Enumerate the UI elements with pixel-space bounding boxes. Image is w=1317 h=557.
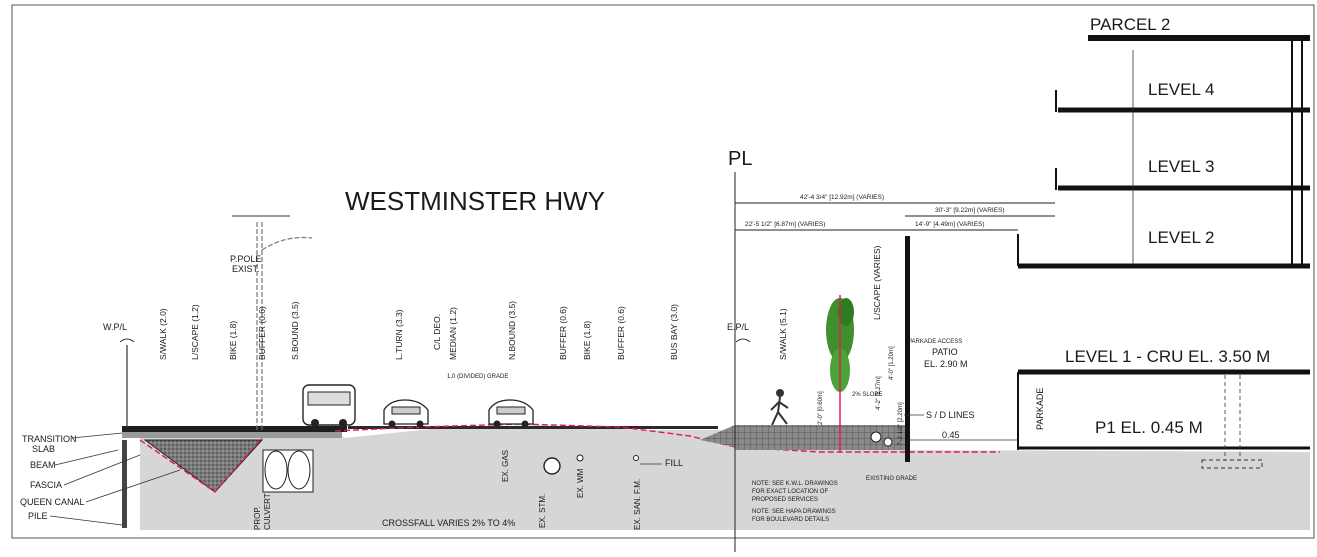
pile [122, 440, 127, 528]
pole-label-1: P.POLE [230, 254, 261, 264]
lane-label: L/SCAPE (1.2) [190, 304, 200, 360]
notes-block: NOTE: SEE K.W.L. DRAWINGS FOR EXACT LOCA… [752, 481, 838, 523]
lane-label: L/SCAPE (VARIES) [872, 245, 882, 320]
e-pl-marker [735, 338, 751, 343]
small-dim-c: 4'-2" [1.27m] [876, 376, 882, 410]
gas-label: EX. GAS [501, 450, 510, 482]
storm-pipe [543, 457, 561, 475]
small-dim-b: 4'-0" [1.20m] [889, 346, 895, 380]
note-line: NOTE: SEE K.W.L. DRAWINGS [752, 481, 838, 487]
road-deck [122, 426, 347, 432]
level3-label: LEVEL 3 [1148, 157, 1214, 176]
note-line: NOTE: SEE HAPA DRAWINGS [752, 509, 836, 515]
slope-value: 0.45 [942, 430, 960, 440]
p1-label: P1 EL. 0.45 M [1095, 418, 1203, 437]
patio-label-2: EL. 2.90 M [924, 359, 968, 369]
lane-label: BUS BAY (3.0) [669, 304, 679, 360]
lane-label: BUFFER (0.6) [257, 306, 267, 360]
vehicle-bus [302, 384, 356, 427]
property-line-label: PL [728, 148, 752, 170]
lane-label: S.BOUND (3.5) [290, 301, 300, 360]
patio-wall [905, 236, 910, 462]
pile-label: PILE [28, 511, 48, 521]
parcel-label: PARCEL 2 [1090, 15, 1170, 34]
grade-note: 1.0 (DIVIDED) GRADE [447, 374, 508, 380]
drawing-title: WESTMINSTER HWY [345, 186, 605, 216]
pole-label-2: EXIST. [232, 264, 260, 274]
culvert-pipe-right [287, 450, 311, 490]
canal-dashed-line [139, 437, 263, 493]
lane-label: S/WALK (5.1) [778, 308, 788, 360]
small-dim-d: 7'-2 1/2" [2.20m] [898, 402, 904, 446]
lane-label: BUFFER (0.6) [558, 306, 568, 360]
sanitary-pipe [633, 455, 639, 461]
lane-label: L.TURN (3.3) [394, 309, 404, 360]
left-labels: TRANSITION SLAB BEAM FASCIA QUEEN CANAL … [20, 432, 181, 526]
dim-label-3: 22'-5 1/2" [6.87m] (VARIES) [745, 221, 825, 228]
canal-label: QUEEN CANAL [20, 497, 85, 507]
patio-label-1: PATIO [932, 347, 958, 357]
lane-label: BUFFER (0.6) [616, 306, 626, 360]
drawing-frame [11, 4, 1315, 539]
parkade-access-label: PARKADE ACCESS [908, 339, 962, 345]
beam-label: BEAM [30, 460, 56, 470]
note-line: FOR BOULEVARD DETAILS [752, 517, 829, 523]
dim-label-4: 14'-9" [4.49m] (VARIES) [915, 221, 985, 228]
level2-label: LEVEL 2 [1148, 228, 1214, 247]
small-dim-a: 2'-0" [0.60m] [818, 391, 824, 425]
pole-arm [261, 236, 313, 251]
lane-label: C/L DEO. [432, 314, 442, 350]
transition-label: TRANSITION [22, 434, 77, 444]
grade-line [334, 423, 1000, 453]
sd-pipe-2 [883, 437, 893, 447]
existing-grade-label: EXISTING GRADE [866, 476, 917, 482]
fascia-label: FASCIA [30, 480, 62, 490]
transition-slab [122, 432, 342, 438]
lane-label: BIKE (1.8) [582, 321, 592, 360]
ground-fill [140, 425, 1310, 530]
parkade-label: PARKADE [1035, 388, 1045, 430]
sanitary-label: EX. SAN. F.M. [633, 479, 642, 530]
culvert-label-1: PROP. [253, 506, 262, 530]
footing-dashed [1201, 459, 1263, 469]
lane-label: BIKE (1.8) [228, 321, 238, 360]
w-pl-label: W.P/L [103, 322, 127, 332]
culvert-pipe-left [264, 450, 288, 490]
road-surface [348, 426, 718, 429]
fill-label: FILL [665, 458, 683, 468]
sd-lines-label: S / D LINES [926, 410, 975, 420]
culvert-label-2: CULVERT [263, 493, 272, 530]
level4-label: LEVEL 4 [1148, 80, 1214, 99]
w-pl-marker [119, 338, 135, 343]
slab-label: SLAB [32, 444, 55, 454]
watermain-pipe [576, 454, 584, 462]
lane-label: N.BOUND (3.5) [507, 301, 517, 360]
dim-label-2: 30'-3" [9.22m] (VARIES) [935, 207, 1005, 214]
sd-pipe-1 [870, 431, 882, 443]
note-line: FOR EXACT LOCATION OF [752, 489, 828, 495]
pedestrian-figure [770, 389, 789, 426]
tree [826, 295, 854, 452]
note-line: PROPOSED SERVICES [752, 497, 818, 503]
level1-label: LEVEL 1 - CRU EL. 3.50 M [1065, 347, 1270, 366]
boulevard-slope [700, 425, 735, 447]
lane-label: S/WALK (2.0) [158, 308, 168, 360]
storm-label: EX. STM. [538, 494, 547, 528]
vehicle-car-right [488, 399, 534, 428]
watermain-label: EX. WM [576, 468, 585, 498]
lane-label: MEDIAN (1.2) [448, 307, 458, 360]
slope-label: 2% SLOPE [852, 392, 882, 398]
dim-label-1: 42'-4 3/4" [12.92m] (VARIES) [800, 194, 884, 201]
crossfall-label: CROSSFALL VARIES 2% TO 4% [382, 518, 515, 528]
e-pl-label: E.P/L [727, 322, 749, 332]
vehicle-car-left [383, 399, 429, 428]
